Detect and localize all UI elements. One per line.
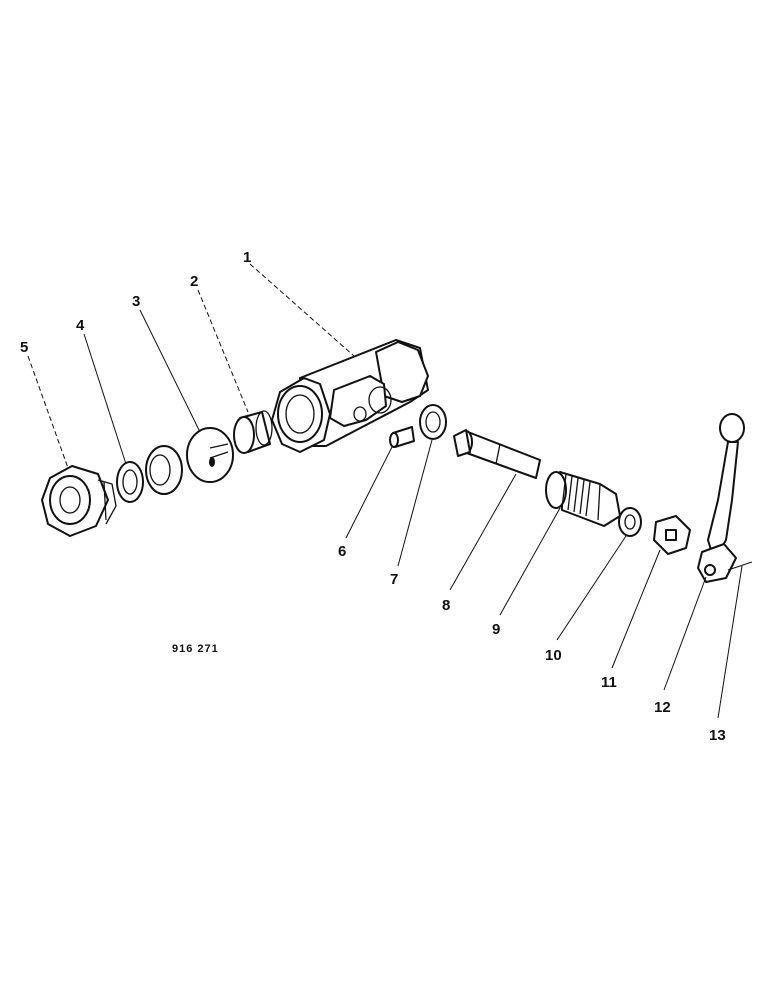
callout-labels: 1 2 3 4 5 6 7 8 9 10 11 12 13 (20, 249, 726, 744)
part-10-washer-icon (618, 507, 642, 537)
callout-8: 8 (442, 597, 450, 614)
part-6-pin-icon (389, 426, 415, 448)
callout-7: 7 (390, 571, 398, 588)
part-8-stem-icon (453, 429, 541, 479)
callout-5: 5 (20, 339, 28, 356)
part-1-valve-body-icon (271, 339, 429, 453)
part-2-seat-ring-icon (233, 410, 273, 454)
callout-13: 13 (709, 727, 726, 744)
callout-9: 9 (492, 621, 500, 638)
callout-4: 4 (76, 317, 85, 334)
callout-10: 10 (545, 647, 562, 664)
callout-12: 12 (654, 699, 671, 716)
part-4-washer-icon (116, 461, 144, 503)
part-13-handle-lever-icon (697, 413, 745, 583)
part-9-gland-nut-icon (545, 471, 621, 527)
part-3-ball-icon (186, 427, 234, 483)
part-5-end-nut-icon (41, 465, 117, 537)
drawing-reference-code: 916 271 (172, 643, 219, 655)
part-7-washer-icon (419, 404, 447, 440)
callout-3: 3 (132, 293, 140, 310)
part-3-ring-icon (145, 445, 183, 495)
callout-1: 1 (243, 249, 251, 266)
callout-6: 6 (338, 543, 346, 560)
part-11-stop-plate-icon (653, 515, 691, 555)
part-12-screw-icon (704, 564, 716, 576)
leader-lines (27, 263, 753, 719)
callout-2: 2 (190, 273, 198, 290)
callout-11: 11 (601, 674, 617, 691)
